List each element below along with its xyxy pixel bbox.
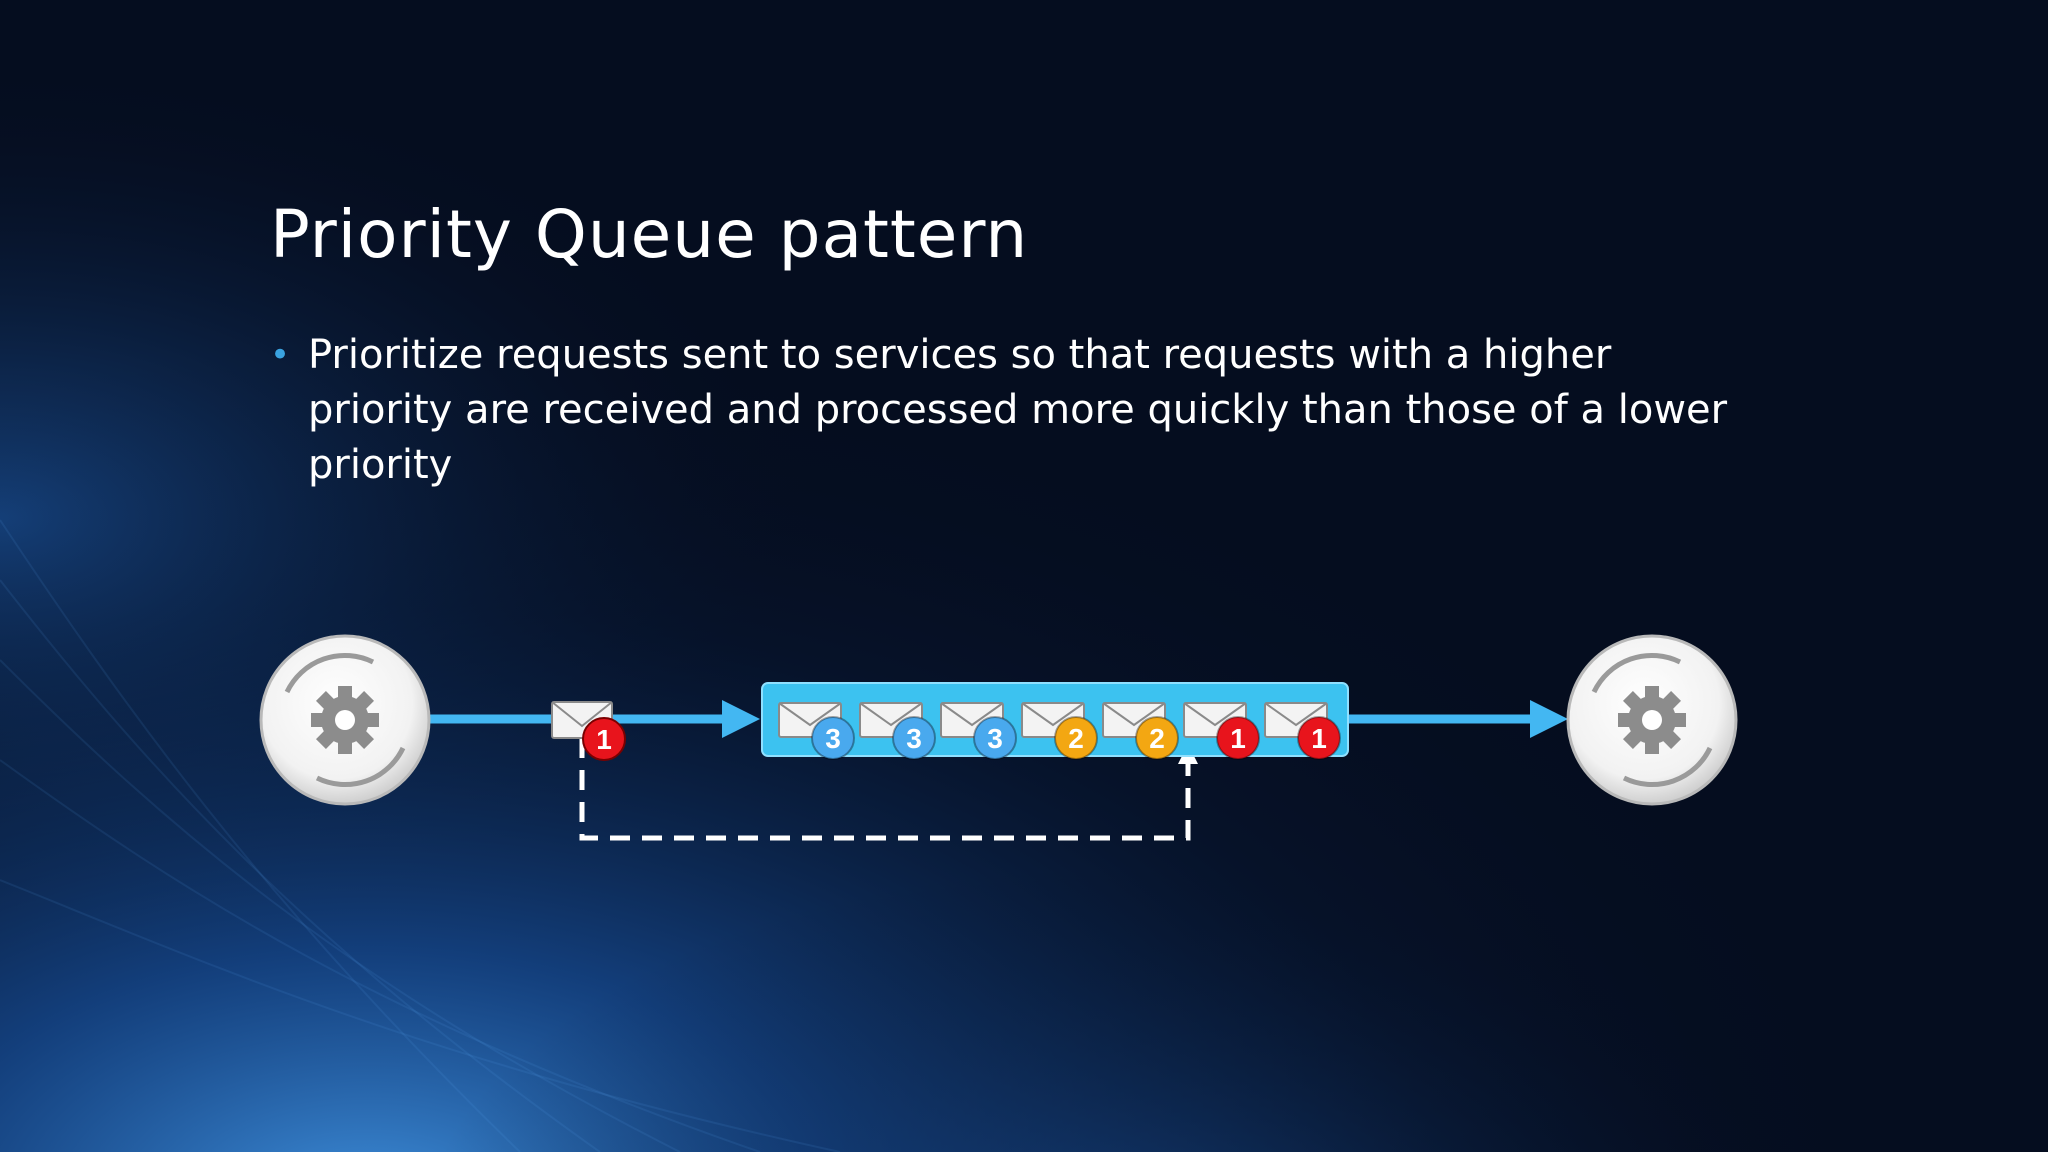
queued-message: 1	[1264, 702, 1341, 760]
queued-message: 3	[859, 702, 936, 760]
queued-message: 1	[1183, 702, 1260, 760]
gear-sync-icon	[311, 686, 379, 754]
priority-badge	[973, 716, 1017, 760]
priority-badge	[811, 716, 855, 760]
priority-label: 3	[825, 723, 841, 754]
incoming-priority-label: 1	[596, 724, 612, 755]
message-queue: 3 3 3 2 2 1 1	[761, 682, 1349, 760]
slide-title: Priority Queue pattern	[270, 196, 1029, 273]
gear-sync-icon	[1618, 686, 1686, 754]
queued-message: 3	[778, 702, 855, 760]
priority-label: 2	[1068, 723, 1084, 754]
queued-message: 2	[1021, 702, 1098, 760]
incoming-message: 1	[551, 701, 626, 761]
priority-badge	[1216, 716, 1260, 760]
priority-label: 1	[1230, 723, 1246, 754]
bullet-item: • Prioritize requests sent to services s…	[270, 328, 1730, 493]
priority-label: 1	[1311, 723, 1327, 754]
priority-badge	[1054, 716, 1098, 760]
priority-badge	[1297, 716, 1341, 760]
priority-label: 3	[906, 723, 922, 754]
priority-label: 2	[1149, 723, 1165, 754]
bullet-dot-icon: •	[270, 335, 291, 375]
queued-message: 3	[940, 702, 1017, 760]
queued-message: 2	[1102, 702, 1179, 760]
priority-label: 3	[987, 723, 1003, 754]
sender-service	[259, 634, 431, 806]
arrow-queue-to-receiver	[1348, 700, 1568, 738]
bullet-text: Prioritize requests sent to services so …	[308, 332, 1728, 488]
incoming-priority-badge	[582, 717, 626, 761]
priority-badge	[1135, 716, 1179, 760]
receiver-service	[1566, 634, 1738, 806]
priority-badge	[892, 716, 936, 760]
queue-messages: 3 3 3 2 2 1 1	[778, 702, 1341, 760]
